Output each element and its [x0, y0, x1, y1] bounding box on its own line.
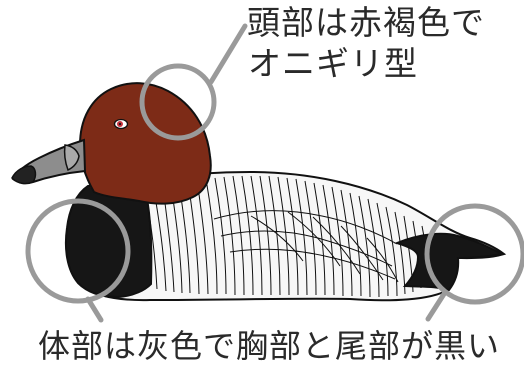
- bill-tip: [11, 165, 37, 185]
- head-callout: [139, 23, 248, 141]
- duck-eye: [113, 118, 129, 130]
- head-annotation-line-1: 頭部は赤褐色で: [247, 3, 485, 42]
- duck-head: [78, 82, 212, 205]
- body-annotation: 体部は灰色で胸部と尾部が黒い: [38, 327, 501, 365]
- body-feather-texture: [145, 175, 429, 298]
- duck-tail: [393, 232, 506, 292]
- tail-callout: [424, 203, 524, 322]
- bill-band: [63, 144, 80, 172]
- head-annotation-line-2: オニギリ型: [248, 44, 418, 83]
- chest-callout: [25, 198, 131, 323]
